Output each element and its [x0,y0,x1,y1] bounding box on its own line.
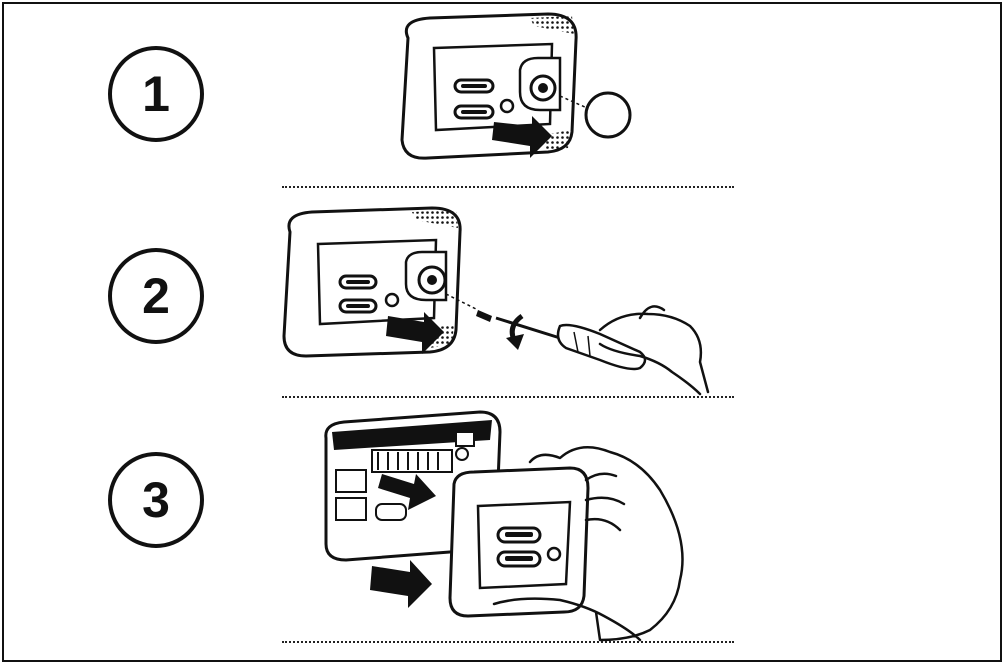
step-3-thermostat-illustration [326,412,683,640]
step-2-thermostat-illustration [284,208,708,394]
step-1-thermostat-illustration [402,14,630,158]
